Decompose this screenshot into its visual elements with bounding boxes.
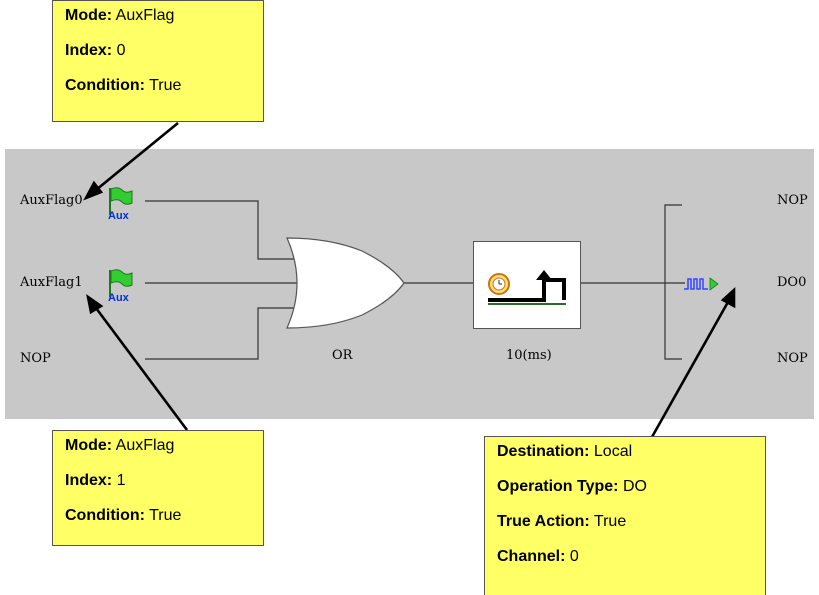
callout-row: Index: 0: [65, 42, 126, 59]
aux-badge-0: Aux: [108, 210, 129, 222]
timer-clock-icon: [488, 273, 510, 295]
aux-flag-icon: [109, 187, 133, 215]
callout-row: Index: 1: [65, 472, 126, 489]
timer-glyph: [488, 270, 566, 305]
callout-output: Destination: Local Operation Type: DO Tr…: [484, 436, 766, 595]
callout-arrow-output: [650, 301, 730, 438]
callout-input-0: Mode: AuxFlag Index: 0 Condition: True: [52, 0, 264, 122]
callout-row: Mode: AuxFlag: [65, 437, 175, 454]
output-signal-1: DO0: [777, 275, 807, 290]
rising-edge-icon: [488, 270, 566, 302]
gate-label: OR: [332, 348, 353, 363]
input-signal-1: AuxFlag1: [20, 275, 83, 290]
callout-arrow-input1: [94, 307, 189, 431]
output-bracket: [664, 204, 682, 360]
callout-arrow-input0: [95, 121, 179, 192]
output-signal-2: NOP: [777, 351, 808, 366]
or-gate-shape: [286, 237, 405, 329]
callout-row: Operation Type: DO: [497, 478, 647, 495]
aux-flag-icon: [109, 269, 133, 297]
callout-input-1: Mode: AuxFlag Index: 1 Condition: True: [52, 430, 264, 546]
timer-block[interactable]: [473, 241, 581, 329]
callout-row: Mode: AuxFlag: [65, 7, 175, 24]
callout-row: Condition: True: [65, 77, 182, 94]
pulse-output-icon: [684, 277, 719, 291]
wire-input-0: [145, 200, 300, 260]
input-signal-0: AuxFlag0: [20, 193, 83, 208]
callout-row: Destination: Local: [497, 443, 633, 460]
aux-badge-1: Aux: [108, 292, 129, 304]
wire-input-2: [145, 307, 300, 360]
callout-row: True Action: True: [497, 513, 627, 530]
output-signal-0: NOP: [777, 193, 808, 208]
callout-row: Condition: True: [65, 507, 182, 524]
callout-row: Channel: 0: [497, 548, 579, 565]
timer-label: 10(ms): [506, 348, 552, 363]
diagram-panel: [5, 149, 814, 419]
input-signal-2: NOP: [20, 351, 51, 366]
